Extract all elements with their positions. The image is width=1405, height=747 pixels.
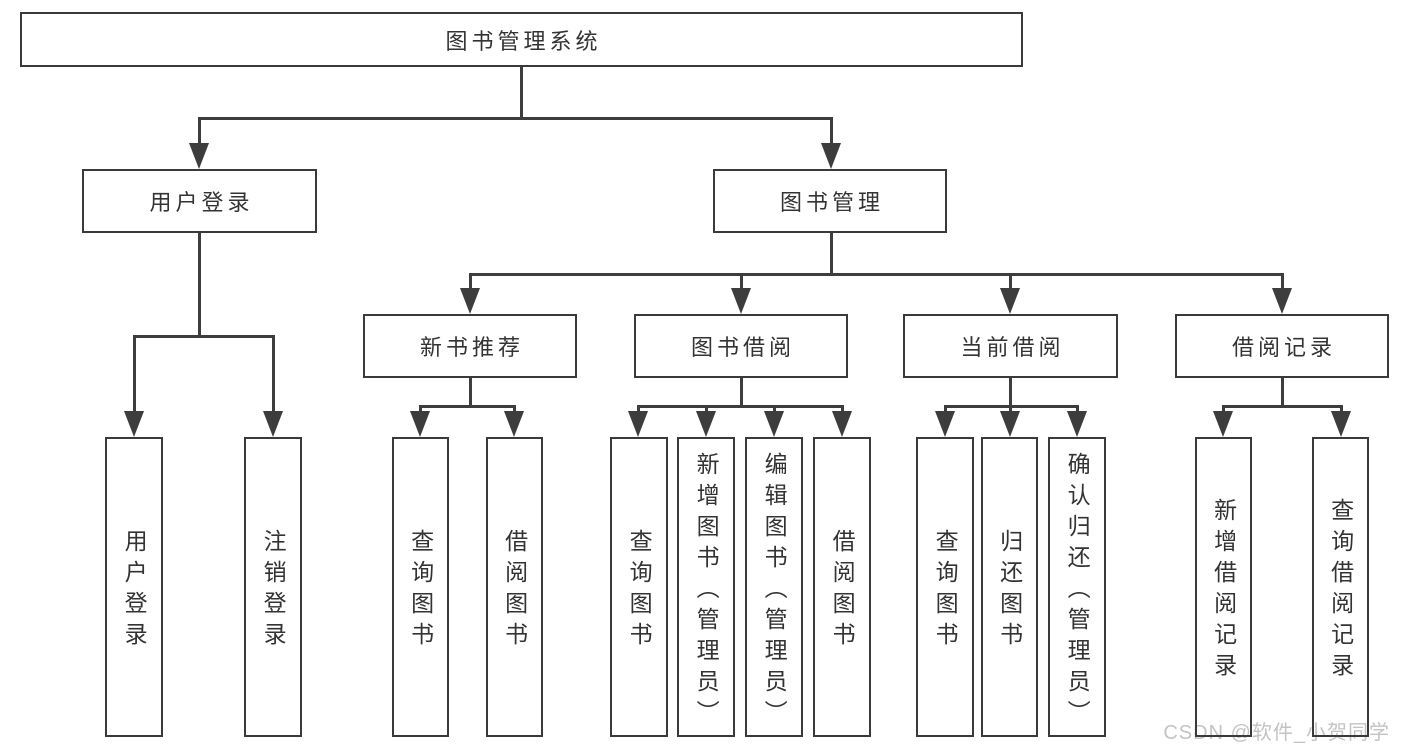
node-library-system: 图书管理系统 xyxy=(20,12,1023,67)
connector-line xyxy=(1280,274,1284,293)
connector-line xyxy=(519,67,523,118)
node-current-borrowing-label: 当前借阅 xyxy=(960,335,1065,360)
leaf-borrow-books-borrowing-label: 借阅图书 xyxy=(829,529,856,653)
node-book-borrowing: 图书借阅 xyxy=(634,314,848,378)
node-borrowing-records-label: 借阅记录 xyxy=(1231,335,1336,360)
leaf-confirm-return-admin-label: 确认归还（管理员） xyxy=(1064,451,1091,731)
leaf-add-books-admin: 新增图书（管理员） xyxy=(677,437,735,737)
arrow-down-icon xyxy=(1067,411,1087,437)
arrow-down-icon xyxy=(764,411,784,437)
leaf-edit-books-admin-label: 编辑图书（管理员） xyxy=(761,451,788,731)
leaf-query-books-borrowing: 查询图书 xyxy=(610,437,668,737)
node-user-login-label: 用户登录 xyxy=(149,190,254,215)
connector-line xyxy=(271,336,275,416)
arrow-down-icon xyxy=(189,143,209,169)
node-user-login: 用户登录 xyxy=(82,169,317,233)
leaf-add-books-admin-label: 新增图书（管理员） xyxy=(693,451,720,731)
node-new-book-recommendation: 新书推荐 xyxy=(363,314,577,378)
arrow-down-icon xyxy=(1213,411,1233,437)
node-new-book-recommendation-label: 新书推荐 xyxy=(419,335,524,360)
arrow-down-icon xyxy=(1272,288,1292,314)
connector-line xyxy=(829,118,833,148)
leaf-add-borrow-record: 新增借阅记录 xyxy=(1195,437,1252,737)
connector-line xyxy=(132,334,275,338)
connector-line xyxy=(132,336,136,416)
leaf-query-borrow-record: 查询借阅记录 xyxy=(1312,437,1369,737)
leaf-borrow-books-recommend: 借阅图书 xyxy=(486,437,543,737)
node-library-system-label: 图书管理系统 xyxy=(445,28,602,54)
connector-line xyxy=(418,404,516,408)
node-book-management: 图书管理 xyxy=(713,169,947,233)
arrow-down-icon xyxy=(1000,288,1020,314)
node-book-borrowing-label: 图书借阅 xyxy=(690,335,795,360)
leaf-borrow-books-borrowing: 借阅图书 xyxy=(813,437,871,737)
leaf-query-books-current-label: 查询图书 xyxy=(932,529,959,653)
node-book-management-label: 图书管理 xyxy=(779,190,884,215)
leaf-confirm-return-admin: 确认归还（管理员） xyxy=(1048,437,1106,737)
connector-line xyxy=(739,274,743,293)
arrow-down-icon xyxy=(1000,411,1020,437)
leaf-return-books: 归还图书 xyxy=(981,437,1038,737)
connector-line xyxy=(1221,404,1343,408)
node-borrowing-records: 借阅记录 xyxy=(1175,314,1389,378)
connector-line xyxy=(1008,274,1012,293)
connector-line xyxy=(197,233,201,336)
leaf-return-books-label: 归还图书 xyxy=(996,529,1023,653)
arrow-down-icon xyxy=(935,411,955,437)
leaf-query-books-current: 查询图书 xyxy=(916,437,974,737)
arrow-down-icon xyxy=(832,411,852,437)
connector-line xyxy=(197,116,833,120)
arrow-down-icon xyxy=(628,411,648,437)
arrow-down-icon xyxy=(504,411,524,437)
connector-line xyxy=(739,378,743,406)
arrow-down-icon xyxy=(696,411,716,437)
leaf-logout-login: 注销登录 xyxy=(244,437,302,737)
connector-line xyxy=(1280,378,1284,406)
connector-line xyxy=(468,378,472,406)
leaf-user-login: 用户登录 xyxy=(105,437,163,737)
leaf-logout-login-label: 注销登录 xyxy=(260,529,287,653)
connector-line xyxy=(1008,378,1012,406)
leaf-borrow-books-recommend-label: 借阅图书 xyxy=(501,529,528,653)
arrow-down-icon xyxy=(731,288,751,314)
arrow-down-icon xyxy=(410,411,430,437)
connector-line xyxy=(468,272,1284,276)
connector-line xyxy=(468,274,472,293)
node-current-borrowing: 当前借阅 xyxy=(903,314,1118,378)
arrow-down-icon xyxy=(263,411,283,437)
arrow-down-icon xyxy=(124,411,144,437)
leaf-query-books-borrowing-label: 查询图书 xyxy=(626,529,653,653)
leaf-query-books-recommend-label: 查询图书 xyxy=(407,529,434,653)
leaf-user-login-label: 用户登录 xyxy=(121,529,148,653)
leaf-add-borrow-record-label: 新增借阅记录 xyxy=(1210,498,1237,684)
arrow-down-icon xyxy=(821,143,841,169)
connector-line xyxy=(829,233,833,274)
connector-line xyxy=(197,118,201,148)
leaf-edit-books-admin: 编辑图书（管理员） xyxy=(745,437,803,737)
arrow-down-icon xyxy=(460,288,480,314)
connector-line xyxy=(636,404,844,408)
leaf-query-borrow-record-label: 查询借阅记录 xyxy=(1327,498,1354,684)
arrow-down-icon xyxy=(1331,411,1351,437)
leaf-query-books-recommend: 查询图书 xyxy=(392,437,449,737)
csdn-watermark: CSDN @软件_小贺同学 xyxy=(1163,722,1390,744)
